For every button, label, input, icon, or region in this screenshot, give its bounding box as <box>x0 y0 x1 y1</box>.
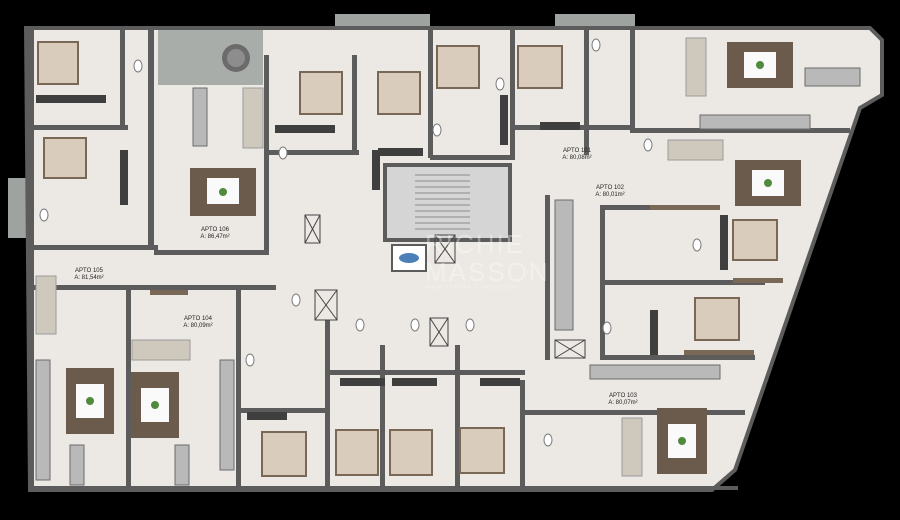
apartment-name: APTO 101 <box>563 148 591 154</box>
terrace-table-top <box>227 49 245 67</box>
apartment-label: APTO 103 A: 80,07m² <box>598 393 648 407</box>
apartment-label: APTO 105 A: 81,54m² <box>64 268 114 282</box>
shafts <box>304 214 586 359</box>
apartment-name: APTO 104 <box>184 316 212 322</box>
sofas <box>35 37 724 477</box>
sofa <box>667 139 724 161</box>
kitchen-counters <box>35 67 861 486</box>
apartment-name: APTO 105 <box>75 268 103 274</box>
sofa <box>131 339 191 361</box>
apartment-label: APTO 102 A: 80,01m² <box>585 185 635 199</box>
apartment-area: A: 80,07m² <box>608 400 638 406</box>
bed <box>389 429 433 476</box>
apartment-label: APTO 101 A: 80,08m² <box>552 148 602 162</box>
bed <box>335 429 379 476</box>
bathroom-fixtures <box>39 38 702 447</box>
apartment-area: A: 81,54m² <box>74 275 104 281</box>
stair-treads <box>415 174 470 230</box>
bed <box>261 431 307 477</box>
apartment-area: A: 80,09m² <box>183 323 213 329</box>
apartment-area: A: 80,01m² <box>595 192 625 198</box>
apartment-name: APTO 102 <box>596 185 624 191</box>
sofa <box>621 417 643 477</box>
wardrobes <box>36 95 728 420</box>
apartment-area: A: 80,08m² <box>562 155 592 161</box>
apartment-name: APTO 106 <box>201 227 229 233</box>
beds <box>37 41 778 477</box>
elevator-logo <box>391 244 427 272</box>
stair-core <box>383 163 512 242</box>
bed <box>436 45 480 89</box>
bed <box>377 71 421 115</box>
wood-panels <box>150 205 783 355</box>
plants <box>86 61 772 445</box>
sofa <box>242 87 264 149</box>
sofa <box>685 37 707 97</box>
bed <box>732 219 778 261</box>
sofa <box>35 275 57 335</box>
bed <box>459 427 505 474</box>
bed <box>43 137 87 179</box>
apartment-name: APTO 103 <box>609 393 637 399</box>
bed <box>299 71 343 115</box>
logo-mark <box>399 253 419 263</box>
bed <box>37 41 79 85</box>
bed <box>694 297 740 341</box>
bed <box>517 45 563 89</box>
apartment-label: APTO 106 A: 86,47m² <box>190 227 240 241</box>
balcony-left <box>8 178 28 238</box>
apartment-area: A: 86,47m² <box>200 234 230 240</box>
apartment-label: APTO 104 A: 80,09m² <box>173 316 223 330</box>
